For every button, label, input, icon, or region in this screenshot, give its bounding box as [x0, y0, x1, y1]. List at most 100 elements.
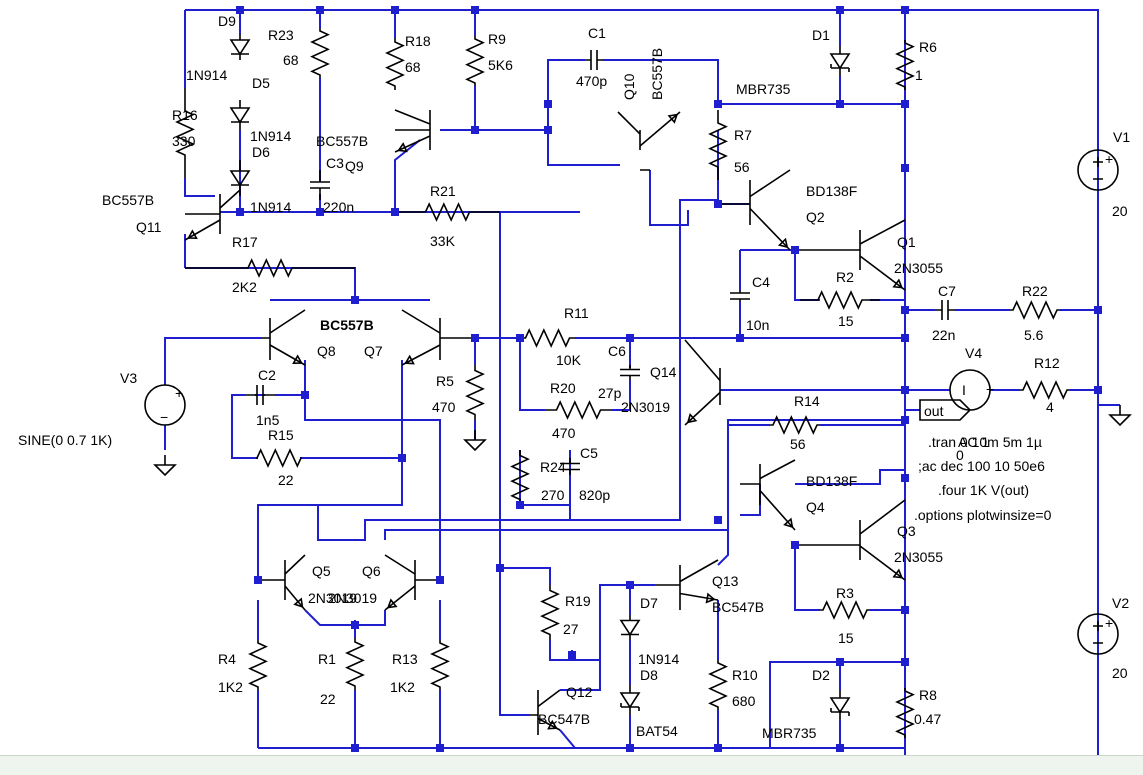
junction-dot	[544, 100, 552, 108]
junction-dot	[471, 6, 479, 14]
plus-sign-icon: +	[1105, 151, 1113, 167]
wire	[499, 568, 530, 716]
label-q3-model: 2N3055	[894, 549, 943, 565]
transistor-q5	[258, 560, 286, 600]
label-q14-model: 2N3019	[621, 399, 670, 415]
label-r18: R18	[405, 33, 431, 49]
junction-dot	[836, 100, 844, 108]
label-r1-value: 22	[320, 691, 336, 707]
junction-dot	[301, 391, 309, 399]
diode-d8-body	[619, 692, 641, 709]
transistor-q10-leads	[617, 111, 681, 147]
wire	[649, 170, 689, 226]
transistor-q11-arrow	[187, 229, 198, 240]
transistor-q10-arrow	[667, 113, 679, 124]
junction-dot	[901, 164, 909, 172]
wire	[304, 609, 386, 626]
label-r4-value: 1K2	[218, 679, 243, 695]
transistor-q2-leads	[749, 169, 791, 251]
label-c3-value: 220n	[323, 199, 354, 215]
label-r22: R22	[1022, 283, 1048, 299]
label-v2-value: 20	[1112, 665, 1128, 681]
wire	[547, 104, 620, 166]
transistor-q1	[795, 230, 861, 270]
label-r19: R19	[565, 593, 591, 609]
label-r24-value: 270	[541, 487, 565, 503]
label-q5: Q5	[312, 563, 331, 579]
label-r16-value: 330	[172, 133, 196, 149]
directive-options: .options plotwinsize=0	[914, 507, 1052, 523]
label-r11: R11	[564, 305, 589, 321]
label-r10-value: 680	[732, 693, 756, 709]
label-d7-model: 1N914	[638, 651, 679, 667]
capacitor-c2	[245, 385, 275, 405]
label-c4-value: 10n	[746, 317, 769, 333]
transistor-q9	[395, 110, 431, 150]
junction-dot	[471, 334, 479, 342]
label-d5: D5	[252, 75, 270, 91]
label-q1-model: 2N3055	[894, 260, 943, 276]
wire	[185, 267, 356, 300]
junction-dot	[791, 541, 799, 549]
label-d1-model: MBR735	[736, 81, 791, 97]
resistor-r17	[185, 258, 355, 278]
label-c7-value: 22n	[932, 327, 955, 343]
transistor-q2	[718, 180, 751, 225]
label-out-net: out	[924, 403, 944, 419]
resistor-r3	[820, 600, 870, 620]
wire	[440, 86, 476, 131]
wire	[519, 338, 545, 411]
wire	[905, 9, 1099, 759]
label-q12-model: BC547B	[538, 711, 590, 727]
label-d5-model: 1N914	[250, 128, 291, 144]
diode-d2-bar	[830, 708, 850, 716]
label-c1-value: 470p	[576, 73, 607, 89]
junction-dot	[736, 334, 744, 342]
junction-dot	[901, 306, 909, 314]
junction-dot	[901, 100, 909, 108]
label-v2: V2	[1112, 595, 1129, 611]
label-r12: R12	[1034, 355, 1060, 371]
transistor-q6	[414, 560, 440, 600]
wire-layer	[164, 9, 1120, 759]
label-q6-model: 2N3019	[328, 590, 377, 606]
resistor-r21	[395, 202, 500, 222]
label-d2: D2	[812, 667, 830, 683]
label-q4-model: BD138F	[806, 473, 857, 489]
transistor-q7-leads	[401, 309, 441, 366]
diode-d8-bar	[620, 703, 640, 711]
label-r21-value: 33K	[430, 233, 456, 249]
source-v2-sign	[1093, 621, 1103, 644]
resistor-r22	[1010, 300, 1060, 320]
label-c6-value: 27p	[598, 385, 622, 401]
label-q8-q7-model: BC557B	[320, 317, 374, 333]
junction-dot	[901, 658, 909, 666]
label-r14: R14	[794, 393, 820, 409]
junction-dot	[544, 126, 552, 134]
label-r14-value: 56	[790, 436, 806, 452]
wire	[769, 661, 905, 748]
wire	[257, 458, 403, 580]
resistor-r5	[465, 365, 485, 420]
source-v3	[144, 384, 186, 426]
label-q10: Q10	[621, 73, 637, 100]
transistor-q3-arrow	[892, 568, 904, 579]
label-q9-model: BC557B	[316, 133, 368, 149]
wire	[300, 360, 403, 459]
label-q6: Q6	[362, 563, 381, 579]
label-r23: R23	[268, 27, 294, 43]
junction-dot	[516, 501, 524, 509]
transistor-q7-arrow	[404, 354, 415, 365]
label-r20: R20	[550, 380, 576, 396]
label-c1: C1	[588, 25, 606, 41]
junction-dot	[351, 296, 359, 304]
wire	[1070, 389, 1120, 406]
wire	[717, 425, 729, 566]
label-r9-value: 5K6	[488, 57, 513, 73]
transistor-q9-leads	[394, 109, 431, 153]
directive-ac: ;ac dec 100 10 50e6	[918, 458, 1045, 474]
label-q9: Q9	[345, 158, 364, 174]
label-r6: R6	[919, 39, 937, 55]
